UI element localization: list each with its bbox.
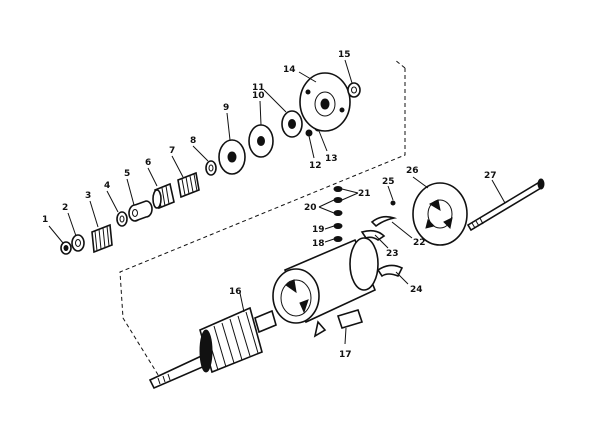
- callout-26: 26: [406, 166, 419, 176]
- callout-24: 24: [410, 285, 423, 295]
- part-12-fastener: [305, 129, 313, 137]
- part-1-nut: [60, 241, 72, 255]
- callout-1: 1: [42, 215, 48, 225]
- part-22-arc-spring: [370, 215, 398, 228]
- part-7-drive-spring: [177, 171, 200, 199]
- callout-8: 8: [190, 136, 196, 146]
- callout-7: 7: [169, 146, 175, 156]
- part-11-bearing: [281, 110, 303, 138]
- callout-17: 17: [339, 350, 352, 360]
- part-6-pinion: [152, 182, 175, 210]
- callout-14: 14: [283, 65, 296, 75]
- part-27-through-bolt: [466, 178, 545, 232]
- part-5-collar: [128, 200, 153, 222]
- callout-6: 6: [145, 158, 151, 168]
- part-4-ring: [116, 211, 128, 227]
- callout-15: 15: [338, 50, 351, 60]
- part-25-pin: [390, 200, 396, 206]
- callout-27: 27: [484, 171, 497, 181]
- part-14-end-plate: [299, 72, 351, 132]
- assembly-boundary: [119, 59, 406, 379]
- callout-12: 12: [309, 161, 322, 171]
- callout-13: 13: [325, 154, 338, 164]
- callout-3: 3: [85, 191, 91, 201]
- part-10-washer: [248, 124, 274, 158]
- part-3-spring: [91, 223, 113, 254]
- callout-22: 22: [413, 238, 426, 248]
- callout-18: 18: [312, 239, 325, 249]
- callout-16: 16: [229, 287, 242, 297]
- callout-11: 11: [252, 83, 265, 93]
- part-16-armature: [148, 306, 277, 390]
- part-26-end-cap: [412, 182, 468, 246]
- callout-9: 9: [223, 103, 229, 113]
- callout-21: 21: [358, 189, 371, 199]
- leader-lines: [48, 59, 506, 345]
- part-24-clip: [376, 264, 404, 278]
- callout-25: 25: [382, 177, 395, 187]
- part-9-washer: [218, 139, 246, 175]
- parts-18-21-hardware: [333, 186, 343, 242]
- part-15-nut: [347, 82, 361, 98]
- callout-4: 4: [104, 181, 110, 191]
- callout-19: 19: [312, 225, 325, 235]
- callout-2: 2: [62, 203, 68, 213]
- callout-5: 5: [124, 169, 130, 179]
- callout-20: 20: [304, 203, 317, 213]
- part-2-washer: [71, 234, 85, 252]
- part-8-washer: [205, 160, 217, 176]
- part-23-brush-plate: [360, 229, 386, 241]
- callout-23: 23: [386, 249, 399, 259]
- part-17-housing: [272, 237, 379, 338]
- callout-10: 10: [252, 91, 265, 101]
